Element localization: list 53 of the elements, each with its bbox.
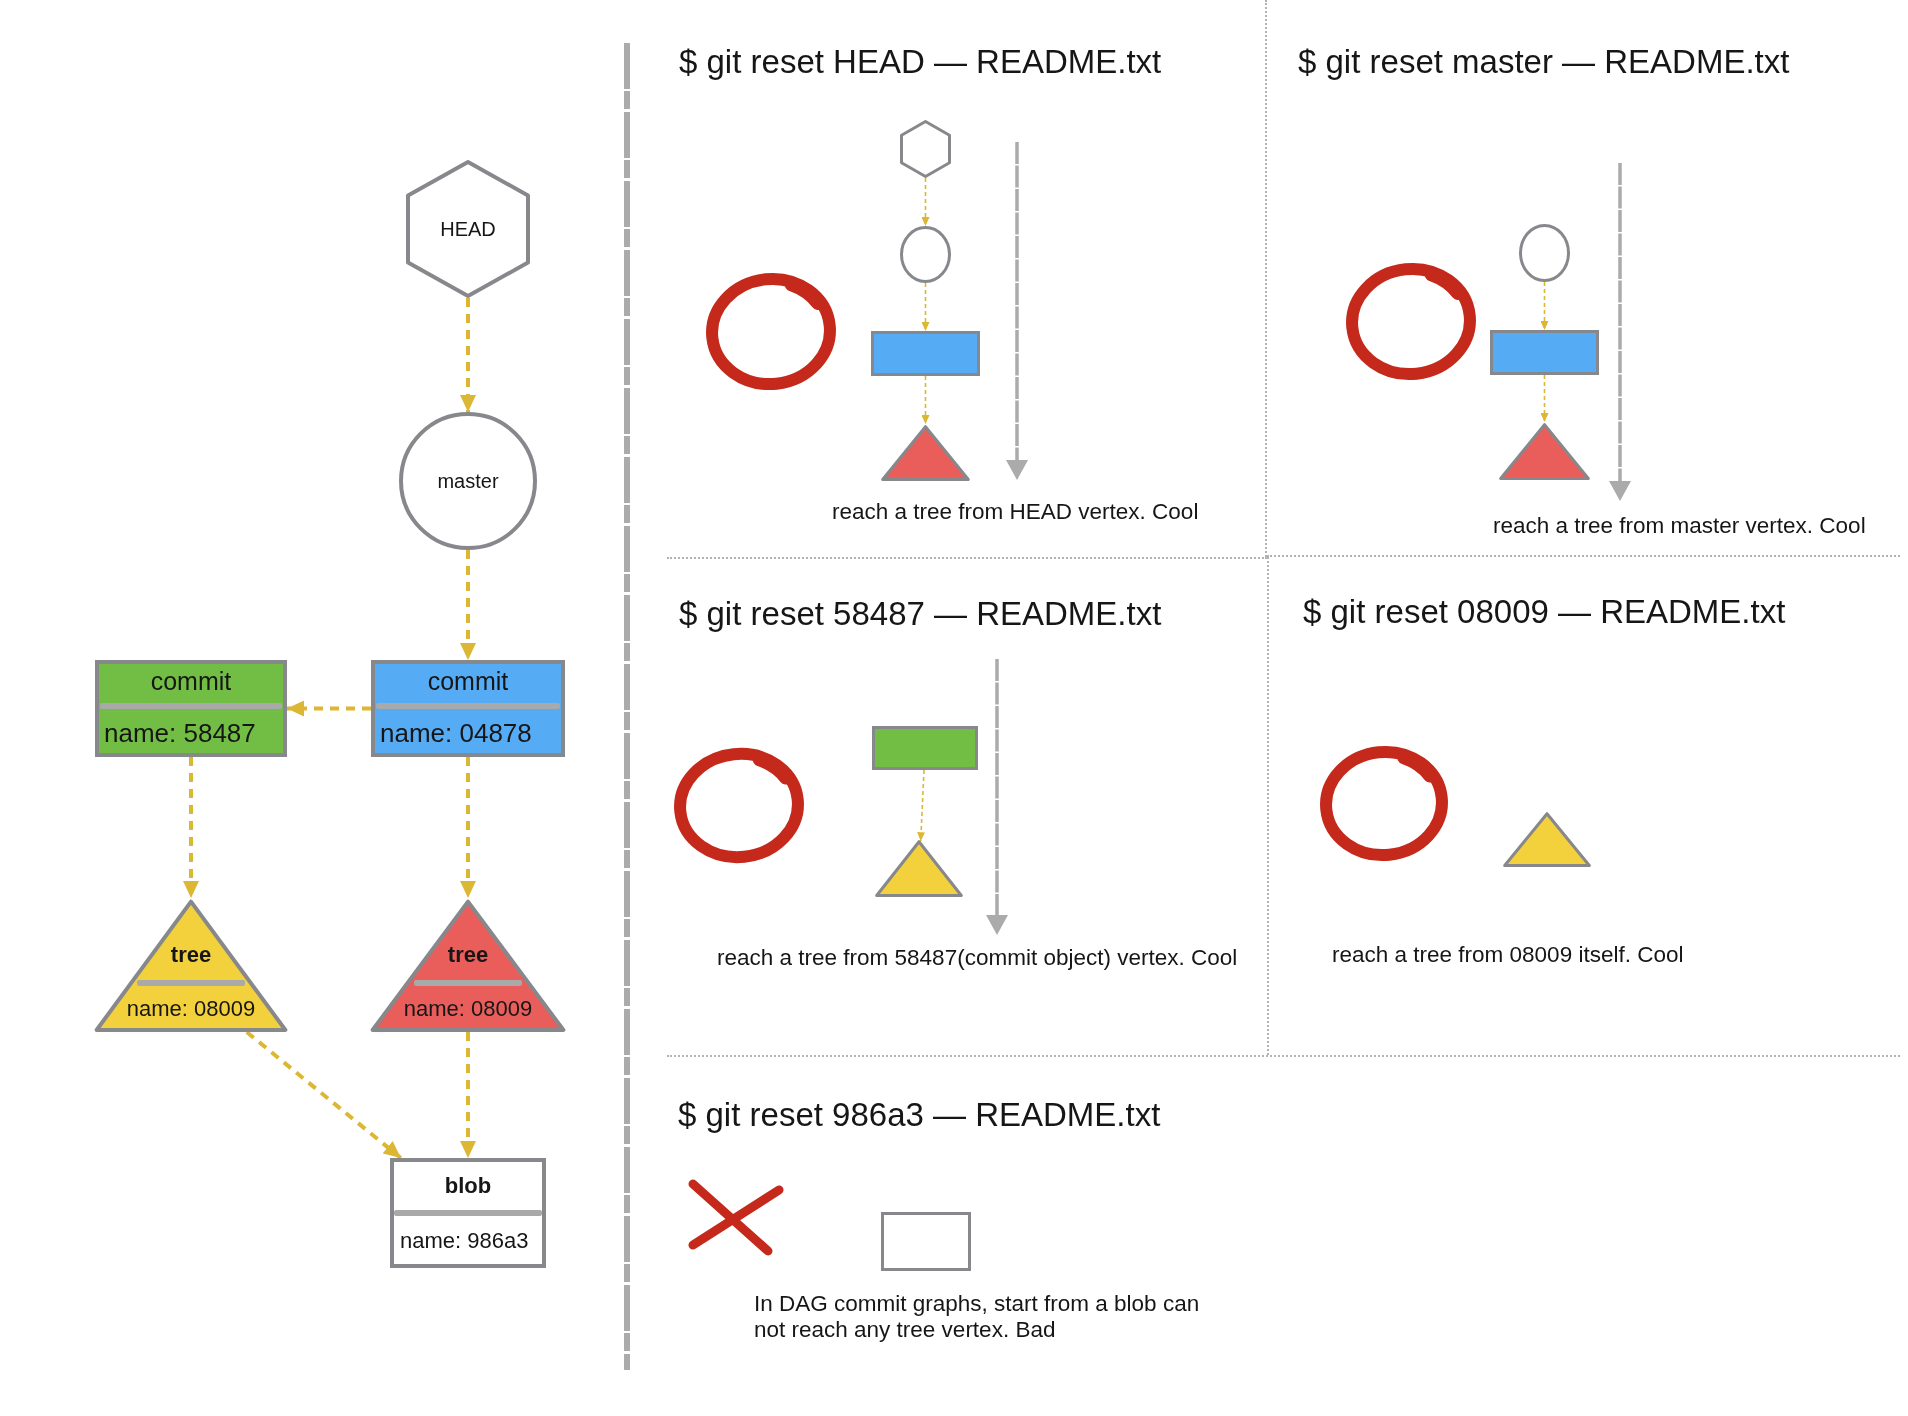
arrow <box>287 700 371 717</box>
command-heading: $ git reset HEAD — README.txt <box>679 43 1162 81</box>
rectangle-node <box>872 726 978 770</box>
node-label: name: 04878 <box>380 719 532 749</box>
node-label: name: 08009 <box>126 996 256 1022</box>
panel-caption: reach a tree from HEAD vertex. Cool <box>832 499 1199 525</box>
panel-caption: reach a tree from 08009 itself. Cool <box>1332 942 1684 968</box>
node-label: name: 58487 <box>104 719 256 749</box>
rectangle-node <box>1490 330 1599 375</box>
arrow <box>460 550 476 660</box>
rectangle-node <box>881 1212 971 1271</box>
node-title: commit <box>150 666 232 696</box>
triangle-node <box>880 424 971 481</box>
rectangle-node <box>390 1158 546 1268</box>
command-heading: $ git reset 58487 — README.txt <box>679 595 1162 633</box>
node-title: tree <box>447 942 489 968</box>
circle-node <box>900 226 951 283</box>
triangle-node <box>93 898 289 1032</box>
arrow <box>921 282 930 332</box>
triangle-node <box>369 898 567 1032</box>
node-label: name: 986a3 <box>400 1228 529 1254</box>
node-title: tree <box>170 942 212 968</box>
panel-caption: reach a tree from 58487(commit object) vertex. Cool <box>717 945 1238 971</box>
command-heading: $ git reset master — README.txt <box>1298 43 1790 81</box>
triangle-node <box>1502 811 1592 867</box>
panel-caption: reach a tree from master vertex. Cool <box>1493 513 1866 539</box>
circle-node <box>399 412 537 550</box>
arrow <box>1540 374 1549 423</box>
panel-caption: In DAG commit graphs, start from a blob can not reach any tree vertex. Bad <box>754 1291 1201 1343</box>
arrow <box>245 1030 403 1160</box>
command-heading: $ git reset 08009 — README.txt <box>1303 593 1786 631</box>
arrow <box>460 757 476 898</box>
node-label: master <box>437 469 499 493</box>
arrow <box>460 298 476 412</box>
arrow <box>921 375 930 425</box>
arrow <box>917 769 926 842</box>
rectangle-node <box>871 331 980 376</box>
hexagon-node <box>900 120 951 178</box>
arrow <box>921 177 930 227</box>
node-title: commit <box>427 666 509 696</box>
node-label: HEAD <box>440 217 496 241</box>
triangle-node <box>874 839 964 897</box>
rectangle-node <box>95 660 287 757</box>
arrow <box>1540 281 1549 331</box>
hexagon-node <box>406 160 530 298</box>
node-label: name: 08009 <box>403 996 533 1022</box>
command-heading: $ git reset 986a3 — README.txt <box>678 1096 1161 1134</box>
circle-node <box>1519 224 1570 282</box>
rectangle-node <box>371 660 565 757</box>
triangle-node <box>1498 422 1591 480</box>
arrow <box>460 1032 476 1158</box>
node-title: blob <box>444 1173 492 1199</box>
arrow <box>183 757 199 898</box>
